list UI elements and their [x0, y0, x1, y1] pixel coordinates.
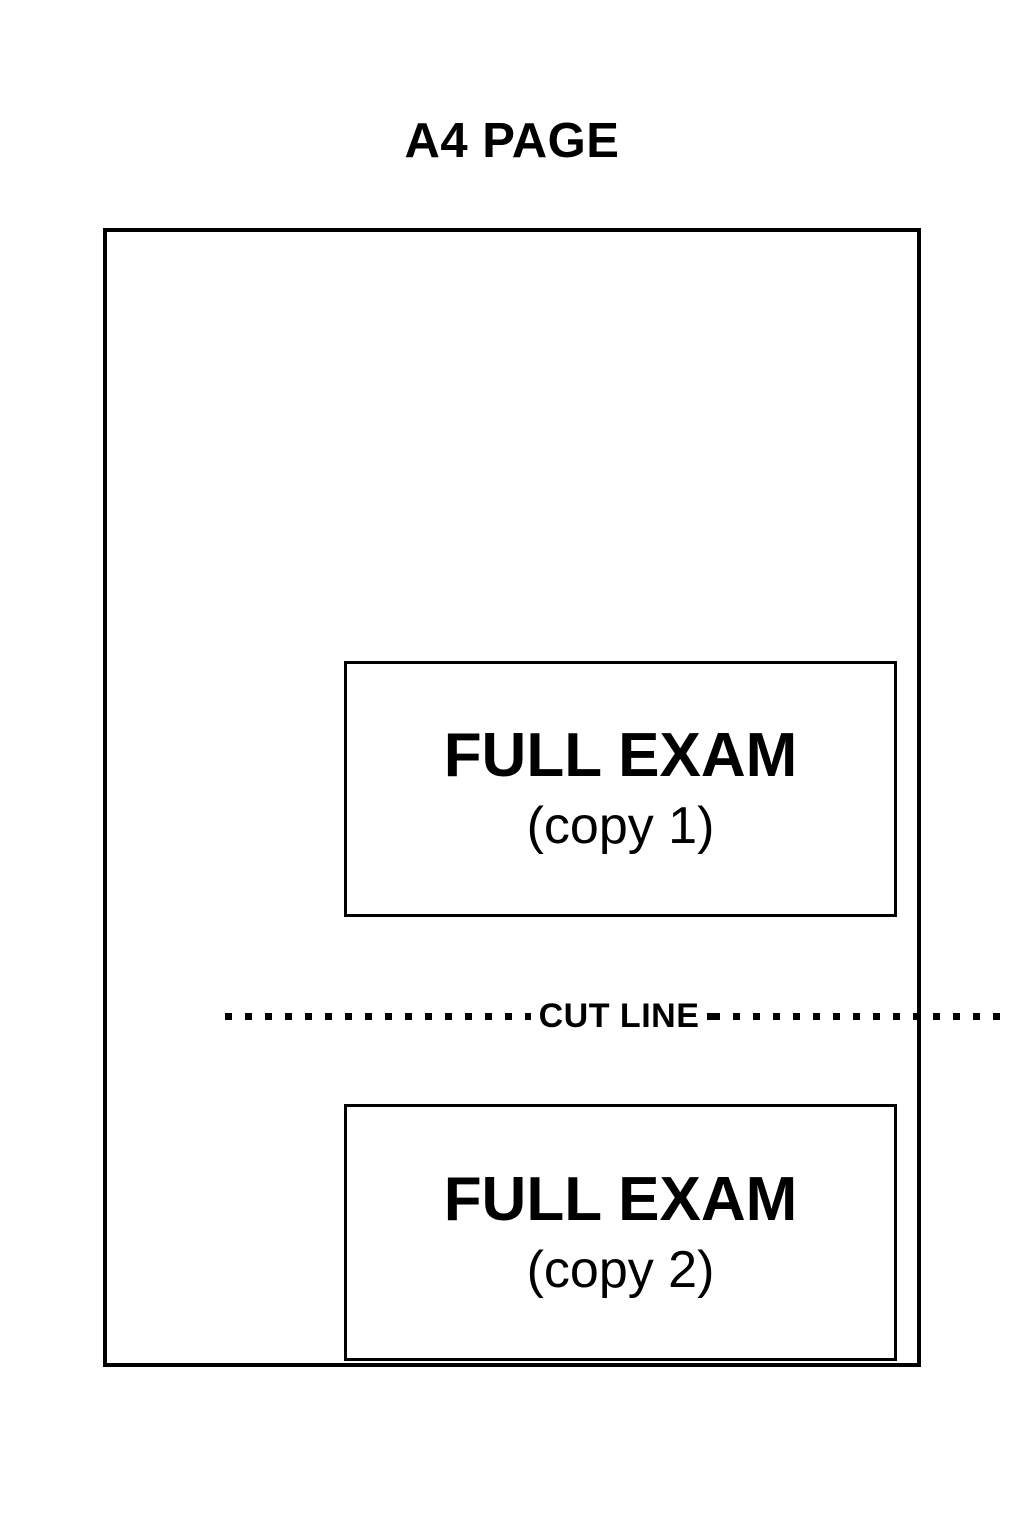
exam-copy-box-2: FULL EXAM (copy 2)	[344, 1104, 897, 1361]
exam-copy-1-title: FULL EXAM	[443, 721, 798, 790]
cut-line: CUT LINE	[225, 992, 1013, 1040]
cut-line-label: CUT LINE	[538, 997, 700, 1035]
exam-copy-1-subtitle: (copy 1)	[526, 797, 715, 855]
cut-line-dashes-left	[225, 1012, 531, 1020]
a4-page-outline: FULL EXAM (copy 1) CUT LINE FULL EXAM (c…	[103, 228, 1013, 1367]
exam-copy-box-1: FULL EXAM (copy 1)	[344, 661, 897, 917]
page-title: A4 PAGE	[404, 114, 620, 168]
cut-line-dashes-right	[707, 1012, 1013, 1020]
exam-copy-2-title: FULL EXAM	[443, 1164, 798, 1234]
exam-copy-2-subtitle: (copy 2)	[526, 1240, 715, 1299]
